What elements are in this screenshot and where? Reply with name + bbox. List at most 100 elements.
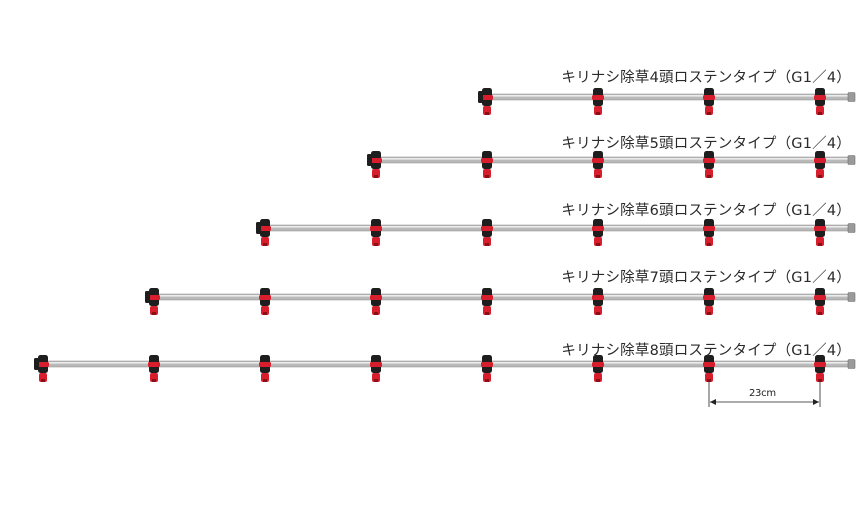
boom-end-fitting	[847, 359, 856, 369]
nozzle-band	[148, 295, 160, 300]
nozzle	[703, 288, 715, 315]
nozzle	[592, 355, 604, 382]
boom-row-5	[367, 151, 856, 178]
boom-left-cap	[145, 291, 150, 303]
nozzle-orifice	[374, 243, 378, 246]
product-label-4: キリナシ除草4頭ロステンタイプ（G1／4）	[561, 70, 851, 86]
nozzle-orifice	[485, 379, 489, 382]
nozzle	[370, 151, 382, 178]
nozzle-band	[370, 226, 382, 231]
boom-pipe-highlight	[376, 158, 853, 160]
nozzle-orifice	[152, 379, 156, 382]
boom-pipe	[42, 360, 854, 368]
boom-pipe	[486, 93, 854, 101]
nozzle-orifice	[152, 312, 156, 315]
nozzle-band	[481, 226, 493, 231]
nozzle-band	[592, 158, 604, 163]
nozzle-band	[703, 95, 715, 100]
nozzle	[592, 88, 604, 115]
product-label-5: キリナシ除草5頭ロステンタイプ（G1／4）	[561, 136, 851, 152]
nozzle-orifice	[374, 379, 378, 382]
boom-left-cap	[256, 222, 261, 234]
nozzle-band	[814, 226, 826, 231]
nozzle-orifice	[263, 243, 267, 246]
nozzle-band	[370, 295, 382, 300]
nozzle-orifice	[374, 175, 378, 178]
nozzle-band	[481, 362, 493, 367]
nozzle-orifice	[707, 312, 711, 315]
nozzle	[370, 219, 382, 246]
nozzle	[259, 219, 271, 246]
nozzle-orifice	[263, 379, 267, 382]
nozzle	[703, 219, 715, 246]
nozzle-band	[370, 362, 382, 367]
nozzle-orifice	[596, 112, 600, 115]
boom-end-fitting	[847, 223, 856, 233]
nozzle	[814, 88, 826, 115]
nozzle	[370, 288, 382, 315]
boom-left-cap	[478, 91, 483, 103]
nozzle-orifice	[818, 312, 822, 315]
nozzle	[481, 288, 493, 315]
nozzle-band	[481, 95, 493, 100]
boom-pipe-highlight	[487, 95, 853, 97]
nozzle-band	[703, 295, 715, 300]
boom-pipe	[264, 224, 854, 232]
boom-end-fitting	[847, 92, 856, 102]
dimension-arrow-left	[710, 399, 716, 405]
nozzle-orifice	[485, 312, 489, 315]
nozzle	[481, 219, 493, 246]
product-label-6: キリナシ除草6頭ロステンタイプ（G1／4）	[561, 203, 851, 219]
nozzle-band	[814, 295, 826, 300]
spacing-dimension-label: 23cm	[749, 388, 776, 399]
nozzle	[814, 219, 826, 246]
nozzle-band	[148, 362, 160, 367]
nozzle	[814, 355, 826, 382]
nozzle-orifice	[818, 175, 822, 178]
nozzle-orifice	[485, 112, 489, 115]
boom-row-6	[256, 219, 856, 246]
nozzle-orifice	[818, 112, 822, 115]
nozzle-orifice	[41, 379, 45, 382]
nozzle-band	[814, 95, 826, 100]
nozzle-orifice	[485, 243, 489, 246]
nozzle-band	[37, 362, 49, 367]
nozzle-band	[370, 158, 382, 163]
nozzle	[481, 88, 493, 115]
nozzle-orifice	[596, 379, 600, 382]
spacing-dimension	[708, 382, 821, 407]
nozzle-band	[259, 295, 271, 300]
nozzle-band	[259, 362, 271, 367]
boom-left-cap	[34, 358, 39, 370]
boom-row-7	[145, 288, 856, 315]
product-label-8: キリナシ除草8頭ロステンタイプ（G1／4）	[561, 343, 851, 359]
nozzle-band	[814, 158, 826, 163]
nozzle-orifice	[818, 379, 822, 382]
nozzle-orifice	[818, 243, 822, 246]
nozzle-orifice	[707, 379, 711, 382]
boom-end-fitting	[847, 292, 856, 302]
product-label-7: キリナシ除草7頭ロステンタイプ（G1／4）	[561, 270, 851, 286]
nozzle-orifice	[596, 175, 600, 178]
nozzle-orifice	[707, 112, 711, 115]
nozzle-band	[814, 362, 826, 367]
nozzle	[592, 288, 604, 315]
boom-pipe-highlight	[265, 226, 853, 228]
nozzle-orifice	[263, 312, 267, 315]
nozzle-orifice	[374, 312, 378, 315]
boom-end-fitting	[847, 155, 856, 165]
nozzle	[481, 355, 493, 382]
nozzle	[592, 151, 604, 178]
nozzle-band	[592, 95, 604, 100]
boom-left-cap	[367, 154, 372, 166]
boom-row-4	[478, 88, 856, 115]
nozzle	[37, 355, 49, 382]
boom-pipe-highlight	[154, 295, 853, 297]
nozzle	[259, 288, 271, 315]
nozzle-orifice	[485, 175, 489, 178]
nozzle-band	[259, 226, 271, 231]
nozzle	[703, 355, 715, 382]
nozzle	[592, 219, 604, 246]
